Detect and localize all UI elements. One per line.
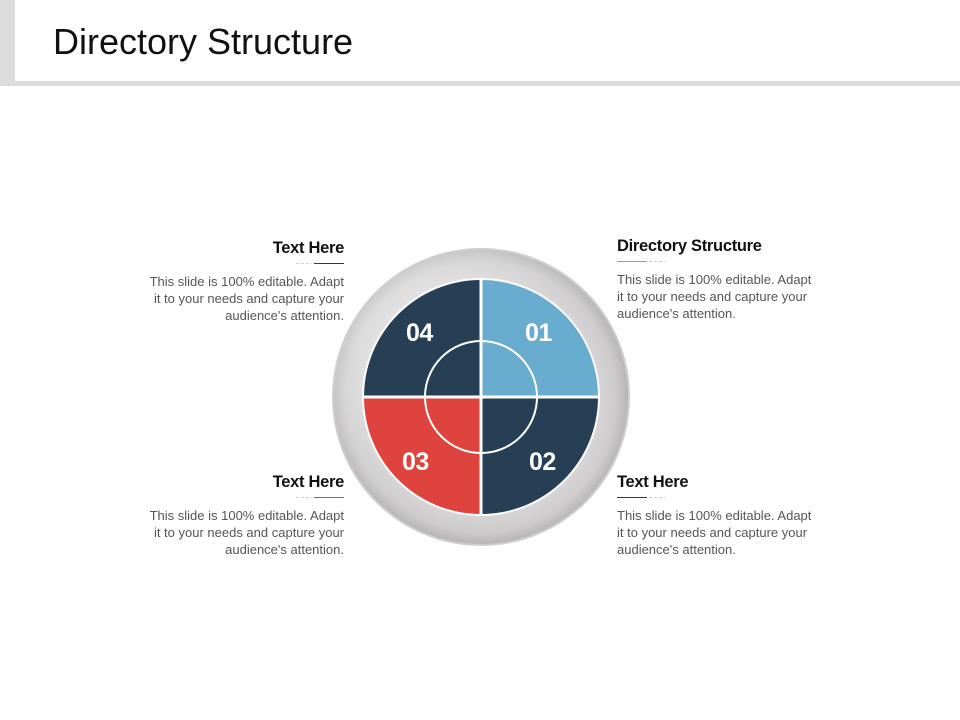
text-block-body: This slide is 100% editable. Adapt it to…: [617, 507, 847, 558]
body-line: audience's attention.: [617, 306, 736, 321]
body-line: This slide is 100% editable. Adapt: [149, 508, 344, 523]
text-block-01: Directory Structure This slide is 100% e…: [617, 236, 847, 322]
text-block-02: Text Here This slide is 100% editable. A…: [617, 472, 847, 558]
segment-label-03: 03: [402, 448, 429, 476]
body-line: audience's attention.: [225, 308, 344, 323]
body-line: audience's attention.: [617, 542, 736, 557]
text-block-heading: Text Here: [272, 473, 345, 491]
inner-ring: [424, 340, 538, 454]
segment-02: [481, 397, 598, 514]
text-block-heading: Directory Structure: [617, 237, 762, 255]
quadrant-circle-graphic: [332, 248, 630, 546]
body-line: This slide is 100% editable. Adapt: [617, 272, 812, 287]
slide-header: Directory Structure: [0, 0, 960, 86]
text-block-body: This slide is 100% editable. Adapt it to…: [114, 273, 344, 324]
heading-underline: [296, 263, 344, 265]
text-block-body: This slide is 100% editable. Adapt it to…: [114, 507, 344, 558]
segment-01: [481, 280, 598, 397]
text-block-heading: Text Here: [617, 473, 689, 491]
body-line: it to your needs and capture your: [153, 525, 344, 540]
quadrant-circle-diagram: 04 01 03 02: [331, 247, 631, 547]
text-block-heading: Text Here: [272, 239, 345, 257]
heading-underline: [617, 497, 665, 499]
body-line: it to your needs and capture your: [617, 525, 808, 540]
header-bottom-border: [0, 81, 960, 86]
text-block-03: Text Here This slide is 100% editable. A…: [114, 472, 345, 558]
text-block-04: Text Here This slide is 100% editable. A…: [114, 238, 345, 324]
heading-underline: [617, 261, 665, 263]
segment-03: [364, 397, 481, 514]
body-line: audience's attention.: [225, 542, 344, 557]
body-line: it to your needs and capture your: [617, 289, 808, 304]
page-title: Directory Structure: [53, 21, 354, 62]
segment-label-01: 01: [525, 319, 552, 347]
segment-04: [364, 280, 481, 397]
text-block-body: This slide is 100% editable. Adapt it to…: [617, 271, 847, 322]
body-line: it to your needs and capture your: [153, 291, 344, 306]
body-line: This slide is 100% editable. Adapt: [617, 508, 812, 523]
heading-underline: [296, 497, 344, 499]
header-left-accent-bar: [0, 0, 15, 86]
segment-label-02: 02: [529, 448, 556, 476]
body-line: This slide is 100% editable. Adapt: [149, 274, 344, 289]
segment-label-04: 04: [406, 319, 433, 347]
